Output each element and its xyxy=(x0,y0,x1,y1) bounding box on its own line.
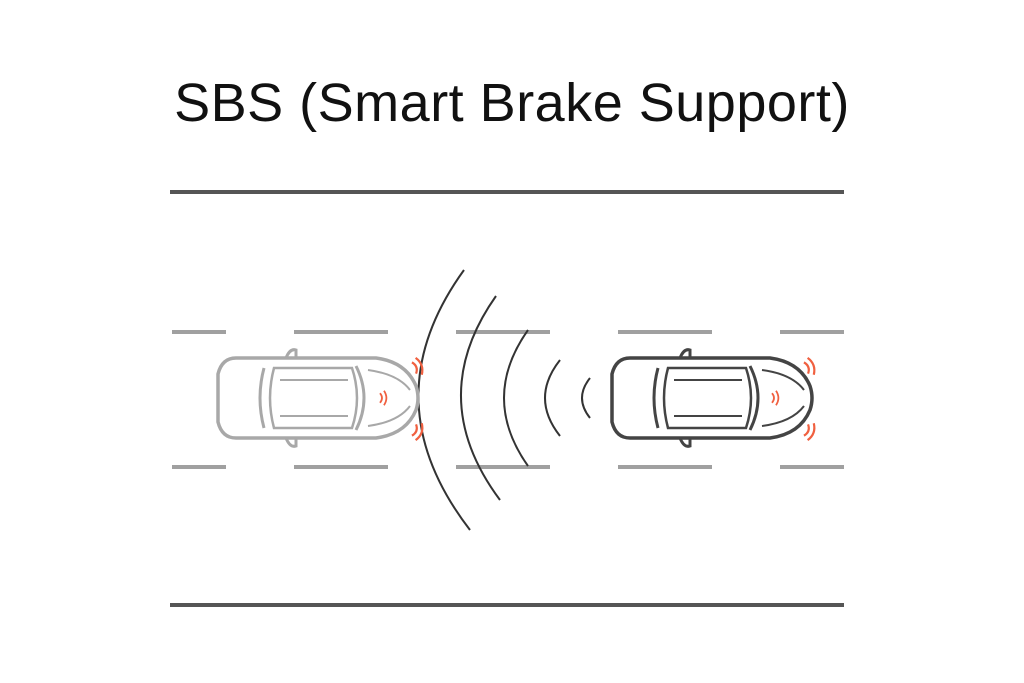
diagram-title: SBS (Smart Brake Support) xyxy=(174,73,850,133)
car-ahead-icon xyxy=(610,347,814,449)
radar-wave-icon xyxy=(417,269,591,531)
car-following-icon xyxy=(216,347,420,449)
